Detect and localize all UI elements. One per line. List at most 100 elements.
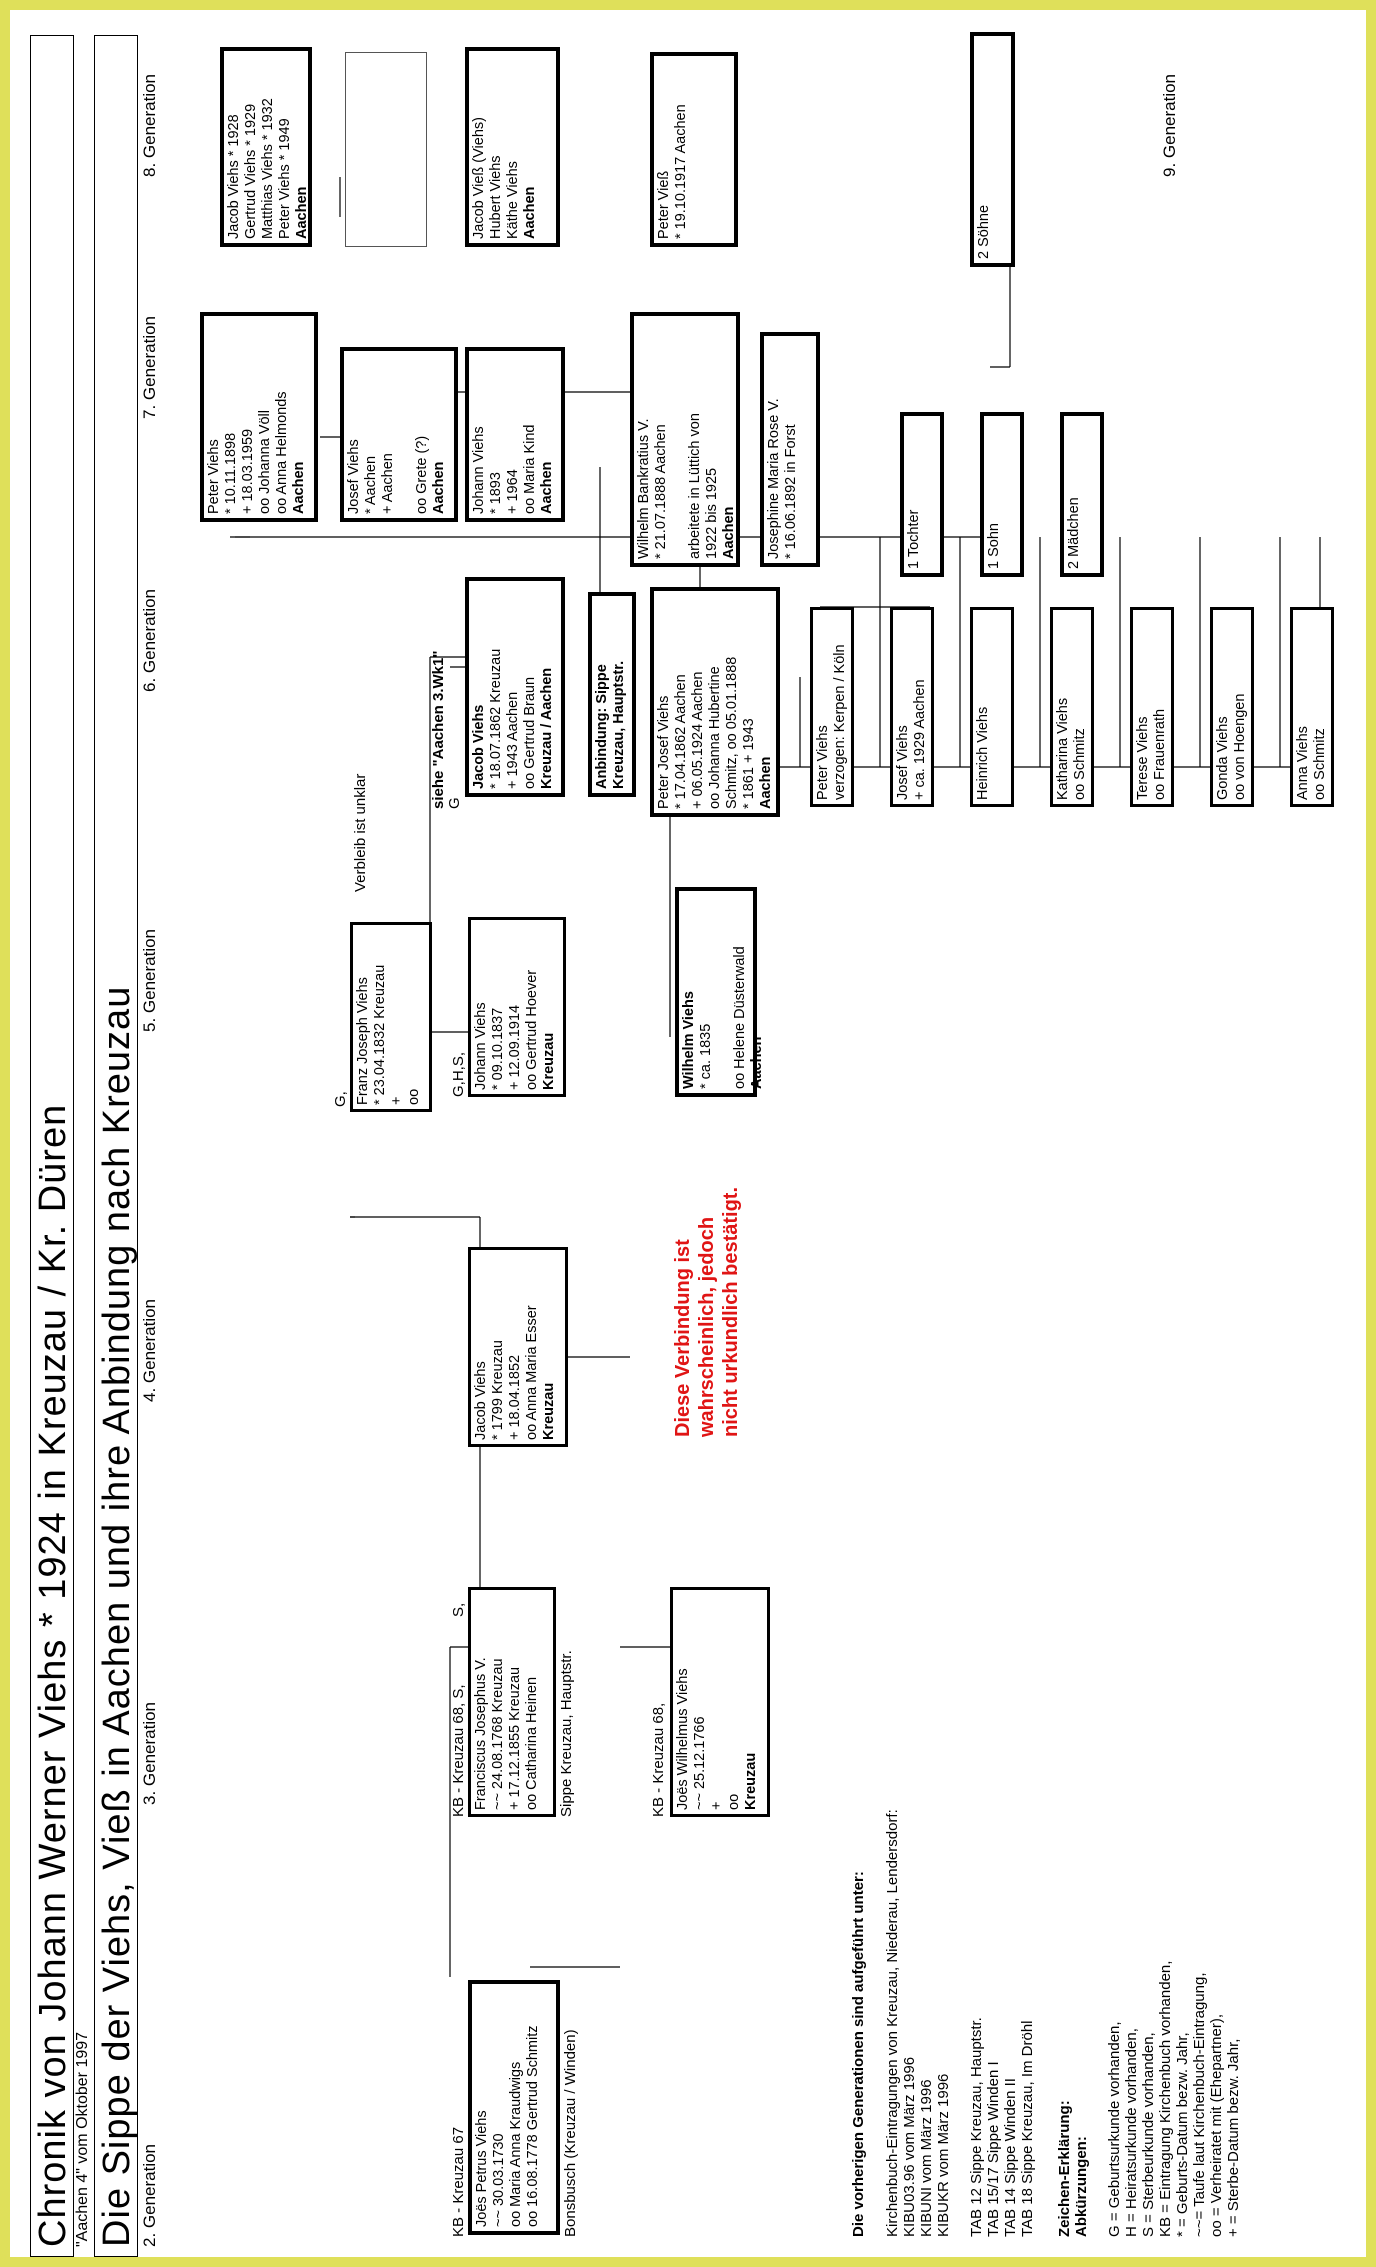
person-box-g8e: 2 Söhne (970, 32, 1015, 267)
legend-kb-line: KIBUKR vom März 1996 (935, 2073, 952, 2237)
person-detail: oo Maria Kind (522, 424, 538, 514)
person-place: Aachen (539, 461, 555, 514)
person-box-g7e-frame: Josephine Maria Rose V. * 16.06.1892 in … (760, 332, 820, 567)
person-detail: oo Grete (?) (414, 435, 430, 514)
legend-heading: Die vorherigen Generationen sind aufgefü… (850, 1871, 867, 2237)
person-detail: 1922 bis 1925 (704, 467, 720, 559)
person-detail: oo Maria Anna Kraudwigs (508, 2061, 524, 2227)
person-box-g6f: Katharina Viehs oo Schmitz (1050, 607, 1094, 807)
person-place: Aachen (522, 186, 538, 239)
person-detail: oo Johanna Völl (257, 410, 273, 514)
legend-abk-heading: Abkürzungen: (1073, 2136, 1090, 2237)
person-box-g6a: Jacob Viehs * 18.07.1862 Kreuzau + 1943 … (465, 577, 565, 797)
person-detail: + Aachen (380, 453, 396, 514)
uncertain-link-note-line3: nicht urkundlich bestätigt. (720, 1186, 742, 1437)
person-box-g7b: Josef Viehs * Aachen + Aachen oo Grete (… (340, 347, 458, 522)
g3b-source-label: KB - Kreuzau 68, (650, 1702, 667, 1817)
person-name: 1 Sohn (986, 523, 1002, 569)
person-box-g6b: Peter Josef Viehs * 17.04.1862 Aachen + … (650, 587, 780, 817)
person-name: Wilhelm Bankratius V. (636, 418, 652, 560)
person-box-g6i: Anna Viehs oo Schmitz (1290, 607, 1334, 807)
person-box-g7e (770, 795, 772, 802)
person-name: Jacob Viehs * 1928 (226, 114, 242, 239)
person-detail: * ca. 1835 (698, 1023, 714, 1089)
legend-zeichen-heading: Zeichen-Erklärung: (1056, 2100, 1073, 2237)
person-name: Franz Joseph Viehs (355, 977, 371, 1105)
person-detail: oo Anna Maria Esser (524, 1305, 540, 1440)
person-name: Heinrich Viehs (975, 706, 991, 800)
person-box-g8b (345, 52, 427, 247)
person-name: Jacob Viehs (471, 704, 487, 789)
person-name: Wilhelm Viehs (681, 991, 697, 1089)
person-box-g8d: Peter Vieß * 19.10.1917 Aachen (650, 52, 738, 247)
person-name: Matthias Viehs * 1932 (260, 98, 276, 239)
person-detail: * 23.04.1832 Kreuzau (372, 964, 388, 1105)
uncertain-link-note-line1: Diese Verbindung ist (672, 1239, 694, 1437)
person-name: Gertrud Viehs * 1929 (243, 103, 259, 239)
person-detail: oo Gertrud Hoever (524, 969, 540, 1090)
person-detail: oo Schmitz (1312, 728, 1328, 800)
person-name: Gonda Viehs (1215, 716, 1231, 800)
g6a-source-label: G (446, 797, 463, 809)
person-name: Hubert Viehs (488, 155, 504, 239)
person-detail: ~~ 25.12.1766 (692, 1716, 708, 1810)
person-detail: + (709, 1801, 725, 1810)
person-name: Peter Viehs * 1949 (277, 118, 293, 239)
person-name: Katharina Viehs (1055, 697, 1071, 800)
person-detail: + 17.12.1855 Kreuzau (507, 1666, 523, 1810)
person-box-g6g: Terese Viehs oo Frauenrath (1130, 607, 1174, 807)
person-detail: + (389, 1096, 405, 1105)
person-box-g2: Joës Petrus Viehs ~~ 30.03.1730 oo Maria… (468, 1980, 560, 2235)
person-box-g5b: Johann Viehs * 09.10.1837 + 12.09.1914 o… (468, 917, 566, 1097)
person-detail: * 17.04.1862 Aachen (673, 674, 689, 809)
person-name: Anna Viehs (1295, 726, 1311, 800)
person-detail: arbeitete in Lüttich von (687, 413, 703, 559)
person-detail: oo Catharina Heinen (524, 1676, 540, 1810)
legend-tab-line: TAB 12 Sippe Kreuzau, Hauptstr. (968, 2017, 985, 2237)
person-name: Josef Viehs (895, 725, 911, 800)
person-box-g8c: Jacob Vieß (Viehs) Hubert Viehs Käthe Vi… (465, 47, 560, 247)
person-detail: oo Johanna Hubertine (707, 666, 723, 809)
person-box-g7h: 2 Mädchen (1060, 412, 1104, 577)
person-detail: * 16.06.1892 in Forst (783, 424, 799, 559)
person-name: Johann Viehs (473, 1002, 489, 1090)
person-detail: * 10.11.1898 (223, 432, 239, 514)
person-detail (715, 894, 732, 1089)
person-box-g6d: Josef Viehs + ca. 1929 Aachen (890, 607, 934, 807)
person-detail: * 1799 Kreuzau (490, 1340, 506, 1440)
person-name: Johann Viehs (471, 426, 487, 514)
legend-abk-line: KB = Eintragung Kirchenbuch vorhanden, (1157, 1960, 1174, 2237)
person-detail: * 1893 (488, 472, 504, 514)
person-detail (397, 354, 414, 514)
person-detail: oo Anna Helmonds (274, 391, 290, 514)
person-detail: oo Frauenrath (1152, 708, 1168, 800)
person-place: Aachen (721, 506, 737, 559)
person-detail (670, 319, 687, 559)
person-name: Franciscus Josephus V. (473, 1657, 489, 1810)
person-detail: * 18.07.1862 Kreuzau (488, 648, 504, 789)
person-detail: + 1964 (505, 469, 521, 514)
legend-tab-line: TAB 18 Sippe Kreuzau, Im Dröhl (1019, 2020, 1036, 2238)
person-detail: verzogen: Kerpen / Köln (832, 644, 848, 800)
person-name: Peter Viehs (815, 725, 831, 800)
person-box-g7f: 1 Tochter (900, 412, 944, 577)
person-detail: + 1943 Aachen (505, 691, 521, 789)
legend-abk-line: + = Sterbe-Datum bezw. Jahr, (1225, 2038, 1242, 2237)
person-name: Terese Viehs (1135, 716, 1151, 800)
legend-abk-line: * = Geburts-Datum bezw. Jahr, (1174, 2032, 1191, 2237)
g3a-source-label: KB - Kreuzau 68, S, (450, 1684, 467, 1817)
person-box-g6e: Heinrich Viehs (970, 607, 1014, 807)
person-box-g7c: Johann Viehs * 1893 + 1964 oo Maria Kind… (465, 347, 565, 522)
person-detail: + ca. 1929 Aachen (912, 679, 928, 800)
person-box-g3b: Joës Wilhelmus Viehs ~~ 25.12.1766 + oo … (670, 1587, 770, 1817)
g3a-place-label: Sippe Kreuzau, Hauptstr. (558, 1650, 575, 1817)
person-name: Peter Josef Viehs (656, 695, 672, 809)
person-detail: oo (406, 1088, 422, 1105)
legend-tab-line: TAB 15/17 Sippe Winden I (985, 2061, 1002, 2237)
link-label: Anbindung: Sippe (594, 664, 610, 789)
person-box-g3a: Franciscus Josephus V. ~~ 24.08.1768 Kre… (468, 1587, 556, 1817)
person-box-g7a: Peter Viehs * 10.11.1898 + 18.03.1959 oo… (200, 312, 318, 522)
person-box-g7g: 1 Sohn (980, 412, 1024, 577)
g6a-reference: siehe "Aachen 3.Wk1" (430, 650, 447, 809)
person-detail: + 18.04.1852 (507, 1354, 523, 1440)
